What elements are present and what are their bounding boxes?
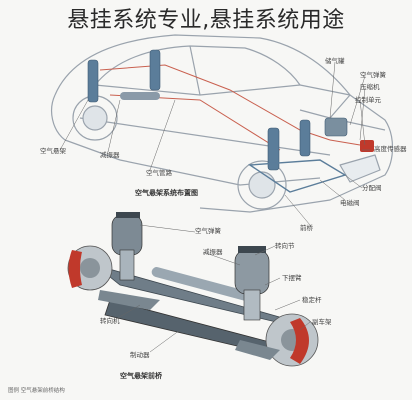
right-air-strut xyxy=(234,246,270,321)
bottom-diagram-caption: 空气悬架前桥 xyxy=(120,372,162,380)
bottom-label: 稳定杆 xyxy=(302,296,322,304)
top-label: 前桥 xyxy=(300,224,313,232)
bottom-footnote: 图例 空气悬架前桥结构 xyxy=(8,388,65,394)
top-label: 减振器 xyxy=(100,151,120,159)
top-label: 电磁阀 xyxy=(340,199,360,207)
bottom-label: 减振器 xyxy=(203,248,223,256)
left-air-strut xyxy=(111,212,143,281)
bottom-label: 副车架 xyxy=(312,318,332,326)
bottom-label: 下摆臂 xyxy=(282,274,302,282)
front-strut-2 xyxy=(299,119,311,157)
bottom-leader-lines xyxy=(117,224,311,353)
top-label: 空气管路 xyxy=(146,169,172,177)
bottom-label: 转向节 xyxy=(275,242,295,250)
page-title: 悬挂系统专业,悬挂系统用途 xyxy=(67,8,345,33)
top-label: 分配阀 xyxy=(362,184,382,192)
top-diagram-caption: 空气悬架系统布置图 xyxy=(135,189,198,197)
top-label: 高度传感器 xyxy=(374,145,407,153)
left-brake xyxy=(67,245,113,291)
rear-strut-right xyxy=(149,49,161,91)
front-strut xyxy=(267,127,280,171)
bottom-label: 制动器 xyxy=(130,351,150,359)
air-tank xyxy=(120,92,160,100)
air-lines xyxy=(99,64,361,151)
rear-strut-left xyxy=(87,59,99,103)
top-label: 储气罐 xyxy=(325,57,345,65)
top-label: 空气弹簧 xyxy=(360,71,386,79)
front-axle-assembly xyxy=(67,212,319,367)
top-label: 空气悬架 xyxy=(40,147,66,155)
bottom-label: 转向机 xyxy=(100,317,120,325)
lower-arm-right xyxy=(235,340,280,360)
bottom-label: 空气弹簧 xyxy=(195,227,221,235)
compressor xyxy=(324,117,348,137)
valve-block xyxy=(360,140,374,152)
right-brake xyxy=(265,313,319,367)
steering-rack xyxy=(151,267,259,303)
top-leader-lines xyxy=(59,61,370,226)
top-label: 控制单元 xyxy=(355,96,381,104)
top-label: 压缩机 xyxy=(360,83,380,91)
lower-arm-left xyxy=(98,290,160,310)
top-components xyxy=(87,49,374,193)
